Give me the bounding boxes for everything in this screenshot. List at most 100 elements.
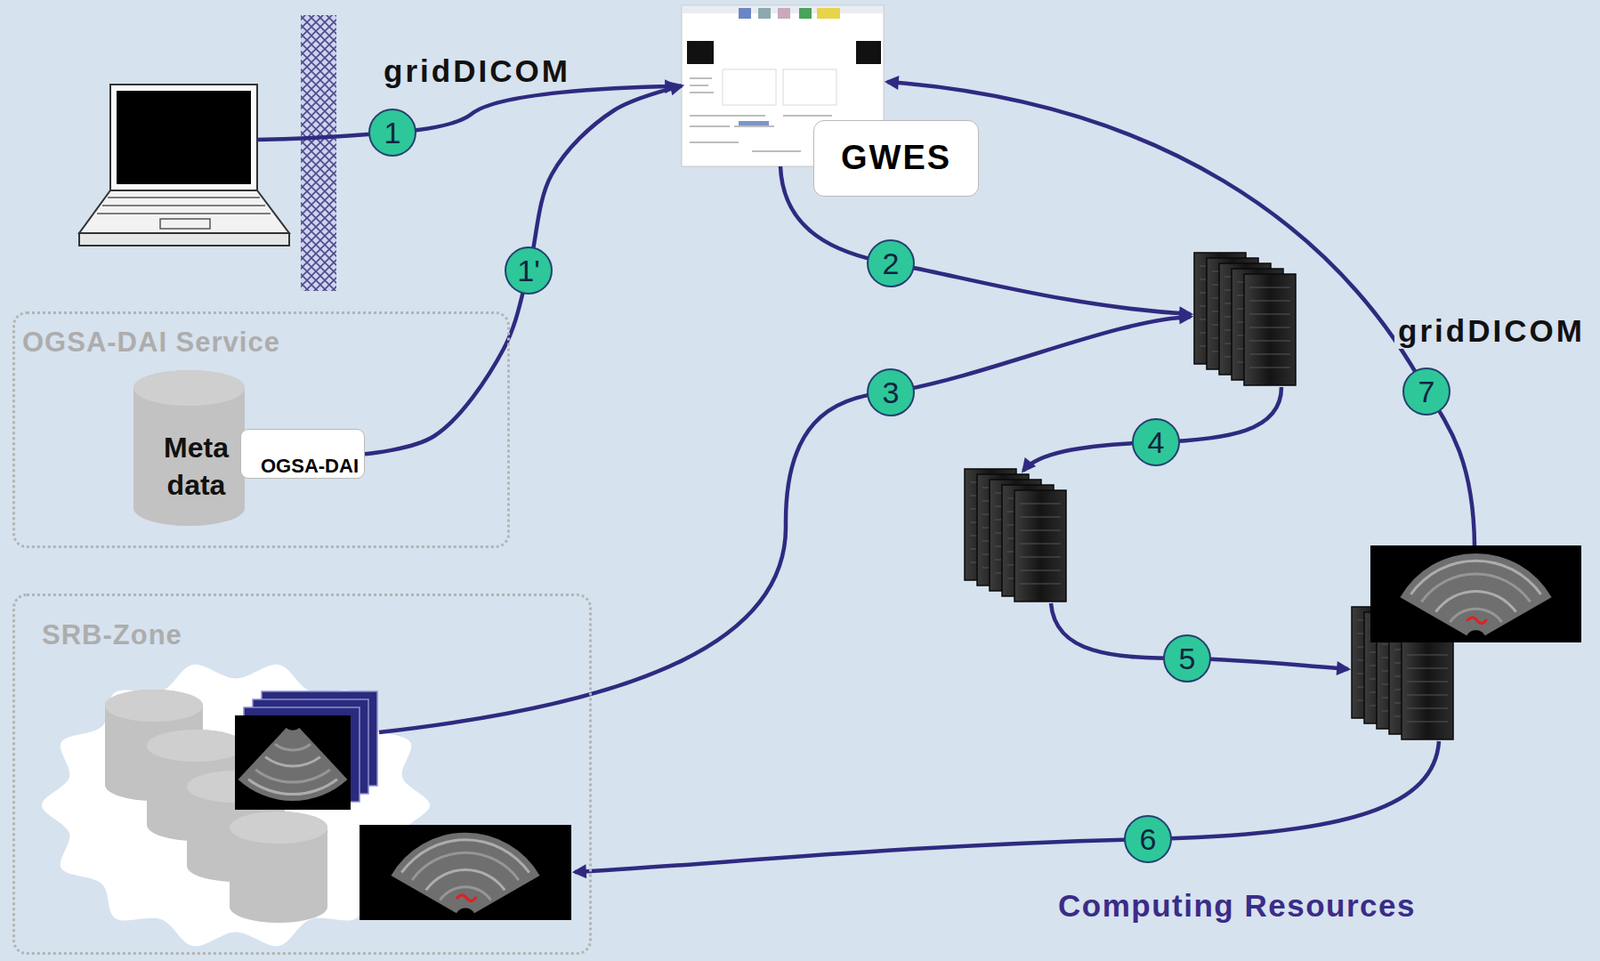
flow-line	[379, 316, 1191, 733]
cylinder-top	[229, 811, 328, 844]
rack-slot	[1249, 354, 1291, 356]
rack-slot	[1406, 708, 1448, 710]
laptop-edge	[79, 233, 290, 246]
portal-icon	[816, 8, 841, 19]
portal-text-lines	[689, 78, 833, 152]
rack-slot	[1406, 654, 1448, 656]
ultrasound-echo	[438, 885, 493, 901]
portal-thumbnail	[856, 40, 881, 65]
touchpad	[160, 218, 211, 229]
rack-slot	[1019, 530, 1061, 532]
portal-node: GWES	[681, 5, 884, 167]
ultrasound-image	[234, 715, 351, 810]
region-title: Computing Resources	[1058, 888, 1416, 924]
ultrasound-echo	[1448, 607, 1504, 623]
callout-number: 6	[1123, 815, 1172, 864]
artwork	[41, 103, 1600, 946]
service-box: OGSA-DAI	[240, 428, 365, 479]
portal-link	[738, 121, 769, 126]
portal-icon	[777, 8, 791, 19]
segmentation-mark	[1467, 617, 1487, 624]
callout-number: 3	[866, 368, 915, 417]
segmentation-mark	[456, 895, 477, 902]
service-region: OGSA-DAI ServiceMeta dataOGSA-DAI	[12, 311, 510, 549]
callout-number: 7	[1402, 367, 1451, 416]
flow-line	[1023, 387, 1282, 471]
callout-number: 4	[1131, 418, 1180, 467]
server-rack	[1194, 252, 1296, 386]
ultrasound-fan	[1399, 553, 1552, 636]
rack-slot	[1019, 503, 1061, 505]
rack-slot	[1249, 327, 1291, 329]
rack-cabinet	[1244, 274, 1296, 386]
rack-slot	[1406, 681, 1448, 683]
protocol-label: gridDICOM	[1394, 313, 1589, 349]
callout-number: 1	[368, 108, 417, 157]
laptop	[79, 84, 290, 246]
portal-icon	[738, 8, 752, 19]
server-rack	[964, 468, 1067, 602]
firewall-bar	[300, 15, 337, 291]
region-title: OGSA-DAI Service	[22, 326, 281, 359]
connector	[364, 86, 682, 455]
rack-slot	[1249, 300, 1291, 302]
callout-number: 5	[1163, 634, 1212, 683]
portal-icon	[799, 8, 812, 19]
laptop-lid	[110, 84, 258, 191]
cylinder-top	[133, 370, 245, 406]
rack-slot	[1406, 721, 1448, 723]
callout-number: 1'	[504, 246, 553, 295]
storage-zone: SRB-Zone	[12, 593, 592, 955]
rack-cabinet	[1401, 628, 1454, 740]
ultrasound-fan	[390, 832, 540, 914]
workflow-lines	[257, 81, 1475, 873]
cylinder-body	[229, 811, 328, 923]
region-title: SRB-Zone	[41, 619, 183, 652]
portal-panel	[783, 69, 837, 106]
ultrasound-echo	[247, 778, 339, 797]
node-text: OGSA-DAI	[260, 454, 359, 478]
callout-number: 2	[866, 239, 915, 288]
portal-panel	[722, 69, 776, 106]
ultrasound-image	[1370, 545, 1600, 643]
ultrasound-fan	[238, 727, 348, 801]
rack-cabinet	[1014, 490, 1067, 602]
rack-slot	[1406, 668, 1448, 670]
node-text: Meta data	[140, 429, 252, 504]
laptop-base	[79, 190, 290, 234]
rack-slot	[1249, 314, 1291, 316]
cloud-outline	[832, 219, 1600, 961]
cylinder-top	[146, 729, 245, 762]
rack-slot	[1019, 543, 1061, 545]
rack-slot	[1019, 557, 1061, 558]
ultrasound-echo	[424, 868, 506, 891]
ultrasound-echo	[400, 838, 531, 873]
database-cylinder: Meta data	[133, 370, 245, 526]
rack-slot	[1249, 340, 1291, 342]
rack-slot	[1406, 694, 1448, 696]
portal-icon	[758, 8, 771, 19]
rack-slot	[1249, 367, 1291, 369]
laptop-screen	[116, 90, 251, 185]
node-text: GWES	[813, 120, 979, 197]
ultrasound-echo	[411, 851, 520, 881]
cylinder-top	[105, 689, 203, 722]
portal-thumbnail	[686, 40, 714, 65]
flow-line	[574, 741, 1439, 873]
image-frame	[359, 824, 572, 921]
ultrasound-echo	[1420, 572, 1532, 603]
rack-slot	[1019, 583, 1061, 585]
ultrasound-echo	[264, 755, 322, 768]
image-frame	[234, 715, 351, 810]
ultrasound-echo	[254, 768, 331, 784]
static-artwork	[79, 5, 884, 291]
rack-slot	[1249, 287, 1291, 289]
rack-slot	[1019, 517, 1061, 518]
image-frame	[1370, 545, 1582, 643]
keyboard-rows	[96, 197, 271, 214]
rack-slot	[1019, 570, 1061, 572]
ultrasound-echo	[1409, 559, 1543, 596]
ultrasound-echo	[1434, 589, 1518, 614]
protocol-label: gridDICOM	[379, 53, 574, 89]
